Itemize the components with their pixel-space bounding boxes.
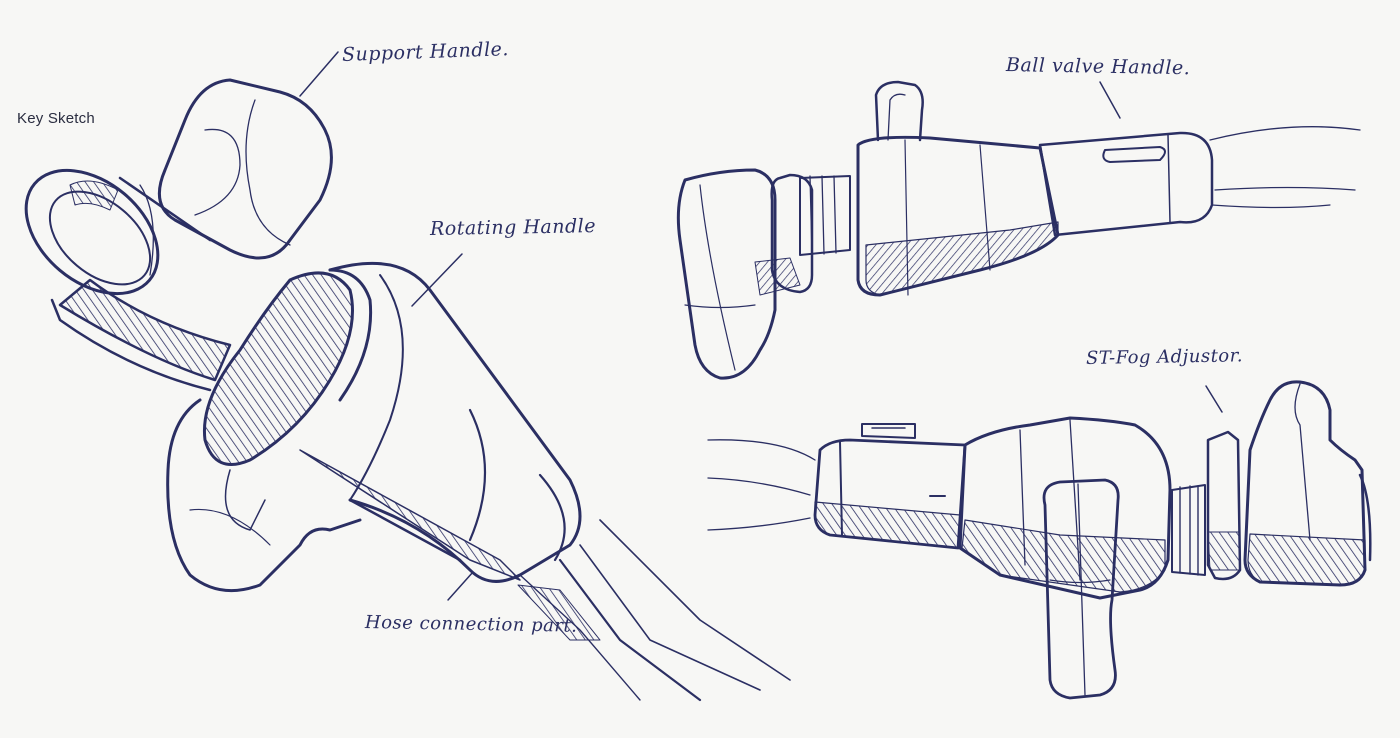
annotation-rotating-handle: Rotating Handle xyxy=(429,215,597,240)
annotation-st-fog-adjustor: ST-Fog Adjustor. xyxy=(1085,345,1244,369)
side-view-bottom-drawing xyxy=(707,380,1372,700)
side-view-top-drawing xyxy=(676,80,1361,380)
key-sketch-drawing xyxy=(24,51,791,702)
annotation-ball-valve-handle: Ball valve Handle. xyxy=(1005,54,1191,80)
annotation-hose-connection: Hose connection part. xyxy=(364,612,578,637)
sheet-title: Key Sketch xyxy=(17,110,95,127)
